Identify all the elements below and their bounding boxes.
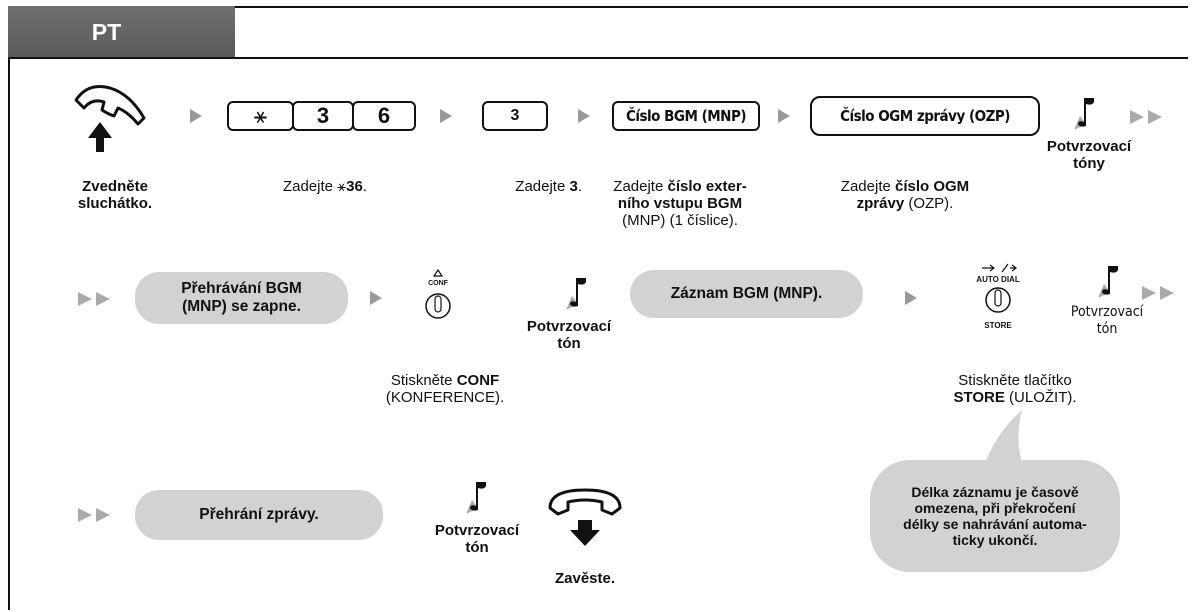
- tone-label-line2: tóny: [1073, 155, 1105, 172]
- double-arrow-icon: [1130, 110, 1162, 124]
- tone-label-store-line2: tón: [1096, 321, 1118, 337]
- note-line1: Délka záznamu je časově: [911, 484, 1079, 500]
- arrow-right-icon: [190, 109, 202, 123]
- store-caption: Stiskněte tlačítko STORE (ULOŽIT).: [915, 372, 1115, 406]
- tone-label: Potvrzovací tóny: [1040, 138, 1138, 172]
- tone-label-store: Potvrzovací tón: [1052, 304, 1162, 338]
- tone-icon: [566, 278, 586, 310]
- caption-3-pre: Zadejte: [515, 178, 570, 195]
- key-bgm-number[interactable]: Číslo BGM (MNP): [612, 101, 760, 131]
- pill-playback: Přehrání zprávy.: [135, 490, 383, 540]
- handset-lift-icon: [74, 85, 146, 152]
- key-3-label: 3: [510, 107, 520, 124]
- caption-star36: Zadejte ⚹36.: [230, 178, 420, 195]
- caption-3-bold: 3: [569, 178, 578, 195]
- tone-label-conf: Potvrzovací tón: [504, 318, 634, 352]
- key-3a[interactable]: 3: [292, 101, 354, 131]
- key-3[interactable]: 3: [482, 101, 548, 131]
- tone-label-store-line1: Potvrzovací: [1070, 304, 1144, 320]
- pill-record-label: Záznam BGM (MNP).: [670, 285, 823, 302]
- key-ogm-number-label: Číslo OGM zprávy (OZP): [840, 107, 1010, 125]
- double-arrow-icon: [1142, 286, 1174, 300]
- lift-caption: Zvedněte sluchátko.: [65, 178, 165, 212]
- tone-icon: [1074, 98, 1094, 130]
- pill-bgm-on: Přehrávání BGM (MNP) se zapne.: [135, 272, 348, 324]
- caption-bgm-pre: Zadejte: [613, 178, 668, 195]
- tone-label-conf-line1: Potvrzovací: [526, 318, 612, 335]
- store-caption-bold: STORE: [953, 389, 1005, 406]
- tone-label-play-line1: Potvrzovací: [434, 522, 520, 539]
- conf-caption-bold: CONF: [456, 372, 500, 389]
- frame-border: [8, 6, 1188, 610]
- store-caption-post: (ULOŽIT).: [1004, 389, 1077, 406]
- caption-star36-bold: 36: [346, 178, 363, 195]
- note-bubble: Délka záznamu je časově omezena, při pře…: [870, 460, 1120, 572]
- conf-caption-pre: Stiskněte: [390, 372, 457, 389]
- caption-bgm: Zadejte číslo exter- ního vstupu BGM (MN…: [580, 178, 780, 229]
- arrow-right-icon: [778, 109, 790, 123]
- note-line3: délky se nahrávání automa-: [903, 516, 1087, 532]
- arrow-right-icon: [370, 291, 382, 305]
- note-line2: omezena, při překročení: [914, 500, 1076, 516]
- caption-3-post: .: [577, 178, 582, 195]
- double-arrow-icon: [78, 292, 110, 306]
- hangup-caption-text: Zavěste.: [554, 570, 616, 587]
- double-arrow-icon: [78, 508, 110, 522]
- autodial-text: AUTO DIAL: [976, 275, 1020, 284]
- pill-record: Záznam BGM (MNP).: [630, 270, 863, 318]
- lift-caption-line1: Zvedněte: [82, 178, 148, 195]
- handset-hangup-icon: [548, 488, 622, 546]
- tone-label-play: Potvrzovací tón: [420, 522, 534, 556]
- caption-3: Zadejte 3.: [472, 178, 582, 195]
- arrow-right-icon: [905, 291, 917, 305]
- arrow-right-icon: [578, 109, 590, 123]
- caption-bgm-bold2: ního vstupu BGM: [617, 195, 743, 212]
- conf-caption-line2: (KONFERENCE).: [385, 389, 505, 406]
- conf-caption: Stiskněte CONF (KONFERENCE).: [355, 372, 535, 406]
- lift-caption-line2: sluchátko.: [77, 195, 153, 212]
- pill-bgm-on-line2: (MNP) se zapne.: [182, 298, 301, 315]
- header-rule: [8, 57, 1188, 59]
- pt-tab-label: PT: [91, 18, 122, 45]
- tone-label-play-line2: tón: [465, 539, 489, 556]
- caption-ogm-bold1: číslo OGM: [895, 178, 970, 195]
- tone-icon: [466, 482, 486, 514]
- key-ogm-number[interactable]: Číslo OGM zprávy (OZP): [810, 96, 1040, 136]
- caption-bgm-bold1: číslo exter-: [667, 178, 747, 195]
- tone-label-line1: Potvrzovací: [1046, 138, 1132, 155]
- key-star-label: ⚹: [253, 103, 268, 128]
- caption-star36-sym: ⚹: [337, 178, 347, 195]
- caption-bgm-line3: (MNP) (1 číslice).: [622, 212, 738, 229]
- caption-star36-post: .: [362, 178, 368, 195]
- tone-label-conf-line2: tón: [557, 335, 581, 352]
- caption-ogm-pre: Zadejte: [840, 178, 895, 195]
- key-bgm-number-label: Číslo BGM (MNP): [625, 107, 747, 125]
- tone-icon: [1098, 266, 1118, 298]
- caption-star36-pre: Zadejte: [282, 178, 338, 195]
- store-button-icon[interactable]: AUTO DIAL STORE: [968, 262, 1028, 338]
- conf-button-icon[interactable]: CONF: [424, 268, 452, 328]
- key-6-label: 6: [377, 103, 391, 128]
- store-caption-line1: Stiskněte tlačítko: [958, 372, 1072, 389]
- note-line4: ticky ukončí.: [952, 532, 1038, 548]
- hangup-caption: Zavěste.: [525, 570, 645, 587]
- key-star[interactable]: ⚹: [227, 101, 294, 131]
- arrow-right-icon: [440, 109, 452, 123]
- pill-playback-label: Přehrání zprávy.: [199, 506, 319, 523]
- conf-icon-text: CONF: [428, 280, 449, 287]
- caption-ogm-post2: (OZP).: [904, 195, 954, 212]
- pt-tab: PT: [8, 6, 235, 58]
- caption-ogm-bold2: zprávy: [856, 195, 905, 212]
- pill-bgm-on-line1: Přehrávání BGM: [181, 280, 302, 297]
- key-6[interactable]: 6: [352, 101, 416, 131]
- key-3a-label: 3: [316, 103, 330, 128]
- caption-ogm: Zadejte číslo OGM zprávy (OZP).: [795, 178, 1015, 212]
- store-text: STORE: [984, 321, 1012, 330]
